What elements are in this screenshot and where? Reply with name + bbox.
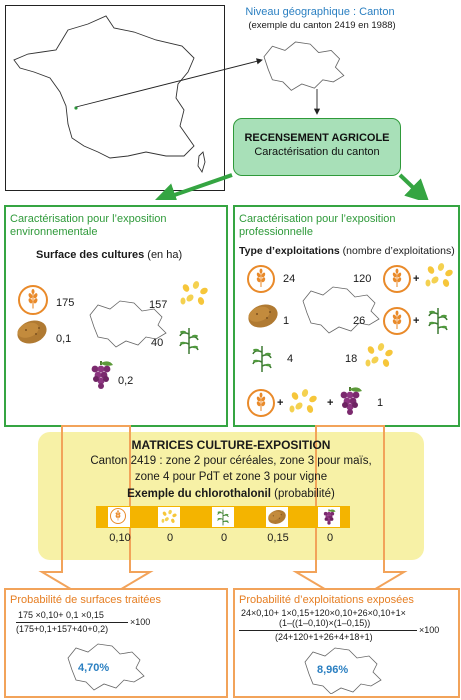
example-label: (exemple du canton 2419 en 1988)	[248, 20, 396, 31]
farms-numerator-2: (1–((1–0,10)×(1–0,15))	[279, 618, 371, 628]
strip-maize-icon	[161, 509, 178, 524]
pro-mixed-maize-icon	[289, 388, 318, 414]
surfaces-denominator: (175+0,1+157+40+0,2)	[16, 624, 109, 634]
strip-grape-icon	[323, 508, 337, 526]
env-heading: Surface des cultures (en ha)	[36, 249, 182, 262]
pro-heading: Type d’exploitations (nombre d’exploitat…	[239, 245, 457, 258]
plus-1: +	[413, 273, 420, 285]
pro-sunflower-only-icon	[252, 345, 272, 373]
pro-heading-unit: (nombre d’exploitations)	[339, 245, 455, 257]
surfaces-numerator: 175 ×0,10+ 0,1 ×0,15	[18, 610, 104, 620]
env-potato-value: 0,1	[56, 333, 72, 345]
env-title-2: environnementale	[10, 226, 98, 238]
pro-title-2: professionnelle	[239, 226, 313, 238]
farms-title: Probabilité d’exploitations exposées	[239, 594, 414, 606]
strip-potato-icon	[266, 507, 288, 527]
matrix-line-2: zone 4 pour PdT et zone 3 pour vigne	[134, 471, 328, 483]
census-box: RECENSEMENT AGRICOLE Caractérisation du …	[233, 118, 401, 176]
census-title: RECENSEMENT AGRICOLE	[244, 132, 390, 144]
pro-sunflower-icon	[428, 307, 448, 335]
pro-potato-icon	[245, 300, 281, 332]
matrix-title: MATRICES CULTURE-EXPOSITION	[131, 438, 331, 452]
pro-mixed-grape-icon	[339, 386, 363, 416]
env-box: Caractérisation pour l’exposition enviro…	[4, 205, 228, 427]
grape-icon	[90, 360, 114, 390]
pro-mixed-value: 1	[377, 397, 384, 409]
env-cereals-value: 175	[56, 297, 75, 309]
matrix-example-unit: (probabilité)	[270, 488, 335, 500]
matrix-example-bold: Exemple du chlorothalonil	[127, 488, 271, 500]
strip-cereal-icon	[110, 508, 126, 524]
env-title-1: Caractérisation pour l’exposition	[10, 213, 167, 225]
crop-strip	[96, 506, 350, 528]
env-sunflower-value: 40	[151, 337, 164, 349]
plus-2: +	[413, 315, 420, 327]
matrix-example: Exemple du chlorothalonil (probabilité)	[38, 487, 424, 501]
matrix-panel	[38, 432, 424, 560]
farms-numerator-1: 24×0,10+ 1×0,15+120×0,10+26×0,10+1×	[241, 608, 406, 618]
potato-icon	[14, 316, 50, 348]
matrix-line-1: Canton 2419 : zone 2 pour céréales, zone…	[90, 455, 372, 467]
pro-cereal-sunflower-cereal-icon	[383, 307, 411, 335]
pro-potato-value: 1	[283, 315, 290, 327]
pro-cereals-only-value: 24	[283, 273, 296, 285]
prob-maize: 0	[166, 532, 174, 544]
plus-4: +	[327, 397, 334, 409]
pro-sunflower-only-value: 4	[287, 353, 294, 365]
pro-box: Caractérisation pour l’exposition profes…	[233, 205, 460, 427]
env-grape-value: 0,2	[118, 375, 134, 387]
sunflower-icon	[179, 327, 199, 355]
pro-mixed-cereal-icon	[247, 389, 275, 417]
pro-maize-only-icon	[365, 342, 394, 368]
connector-arrows-top	[75, 58, 430, 200]
farms-result: 8,96%	[317, 664, 349, 676]
pro-maize-only-value: 18	[345, 353, 358, 365]
pro-cereal-icon	[247, 265, 275, 293]
prob-grape: 0	[326, 532, 334, 544]
surfaces-box: Probabilité de surfaces traitées 175 ×0,…	[4, 588, 228, 698]
canton-shape-pro	[302, 286, 380, 334]
prob-cereals: 0,10	[109, 532, 131, 544]
prob-sunflower: 0	[220, 532, 228, 544]
env-heading-bold: Surface des cultures	[36, 249, 145, 261]
farms-box: Probabilité d’exploitations exposées 24×…	[233, 588, 460, 698]
env-heading-unit: (en ha)	[144, 249, 183, 261]
cereal-icon	[18, 285, 48, 315]
surfaces-fraction-bar	[16, 622, 128, 623]
maize-icon	[180, 280, 209, 306]
pro-cereal-maize-cereal-icon	[383, 265, 411, 293]
strip-sunflower-icon	[217, 509, 229, 526]
surfaces-title: Probabilité de surfaces traitées	[10, 594, 162, 606]
pro-cereals-sunflower-value: 26	[353, 315, 366, 327]
france-map-frame	[5, 5, 225, 191]
surfaces-result: 4,70%	[78, 662, 110, 674]
census-subtitle: Caractérisation du canton	[254, 146, 380, 158]
pro-cereals-maize-value: 120	[353, 273, 372, 285]
env-maize-value: 157	[149, 299, 168, 311]
pro-heading-bold: Type d’exploitations	[239, 245, 340, 257]
farms-fraction-bar	[239, 630, 417, 631]
pro-title-1: Caractérisation pour l’exposition	[239, 213, 396, 225]
pro-maize-icon	[425, 262, 454, 288]
surfaces-multiplier: ×100	[130, 617, 151, 627]
level-label: Niveau géographique : Canton	[245, 6, 395, 18]
plus-3: +	[277, 397, 284, 409]
farms-multiplier: ×100	[419, 625, 440, 635]
farms-denominator: (24+120+1+26+4+18+1)	[275, 632, 373, 642]
prob-potato: 0,15	[267, 532, 289, 544]
